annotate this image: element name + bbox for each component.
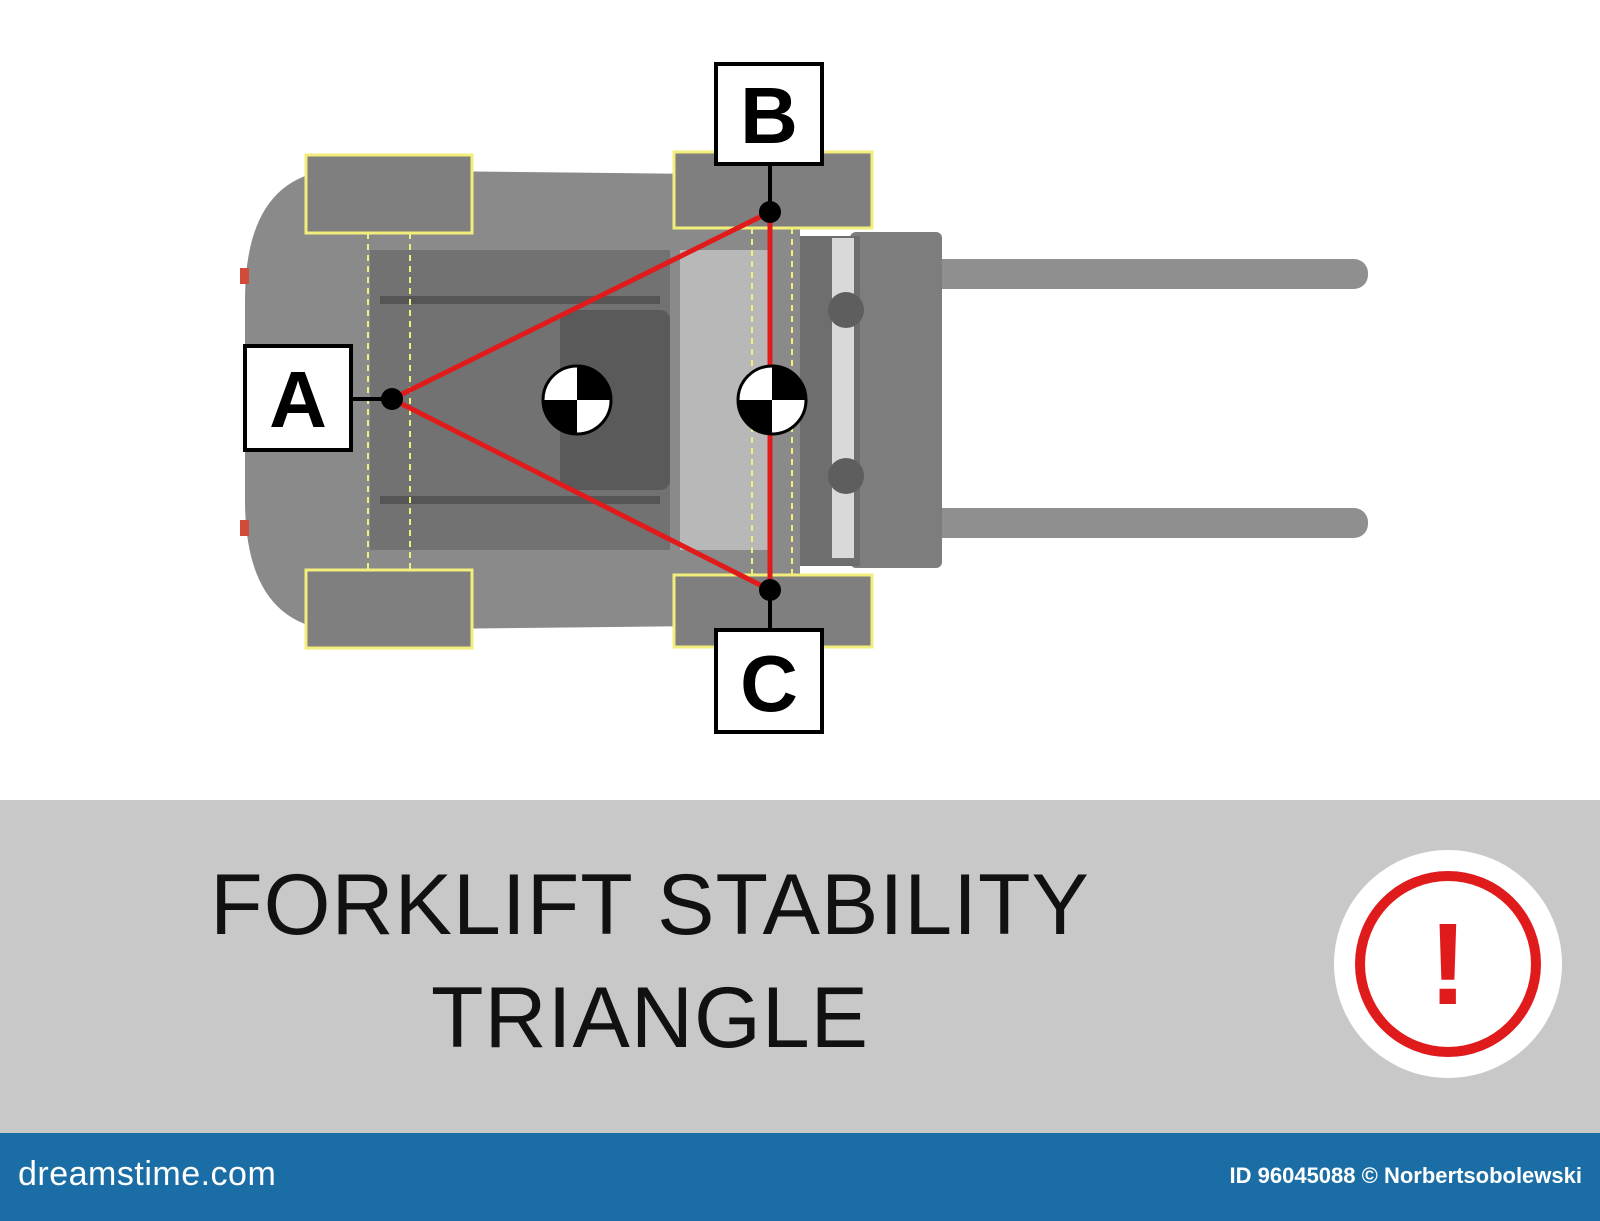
footer-site: dreamstime.com — [18, 1155, 277, 1193]
label-box-b — [714, 62, 824, 166]
label-a: A — [269, 355, 327, 444]
footer-bar: dreamstime.com ID 96045088 © Norbertsobo… — [0, 1133, 1600, 1221]
title-line-1: FORKLIFT STABILITY — [210, 857, 1090, 953]
tail-light-lower — [240, 520, 249, 536]
seat — [560, 310, 670, 490]
forklift-diagram: A B C — [240, 62, 1368, 734]
rear-wheel-lower — [304, 568, 474, 650]
label-b: B — [740, 71, 798, 160]
exclamation-warning-icon: ! — [1334, 850, 1562, 1078]
fork-upper — [920, 259, 1368, 289]
label-box-a — [243, 344, 353, 452]
center-of-gravity-icon — [541, 364, 613, 436]
tail-light-upper — [240, 268, 249, 284]
footer-image-id: ID 96045088 © Norbertsobolewski — [1229, 1163, 1582, 1188]
title-line-2: TRIANGLE — [430, 970, 870, 1066]
point-a-dot — [381, 388, 403, 410]
label-box-c — [714, 628, 824, 734]
point-c-dot — [759, 579, 781, 601]
fork-carriage — [850, 232, 942, 568]
center-of-gravity-icon — [736, 364, 808, 436]
point-b-dot — [759, 201, 781, 223]
fork-lower — [920, 508, 1368, 538]
label-c: C — [740, 639, 798, 728]
title-band: FORKLIFT STABILITY TRIANGLE ! — [0, 800, 1600, 1133]
exclamation-glyph: ! — [1428, 899, 1468, 1029]
rear-wheel-upper — [304, 153, 474, 235]
